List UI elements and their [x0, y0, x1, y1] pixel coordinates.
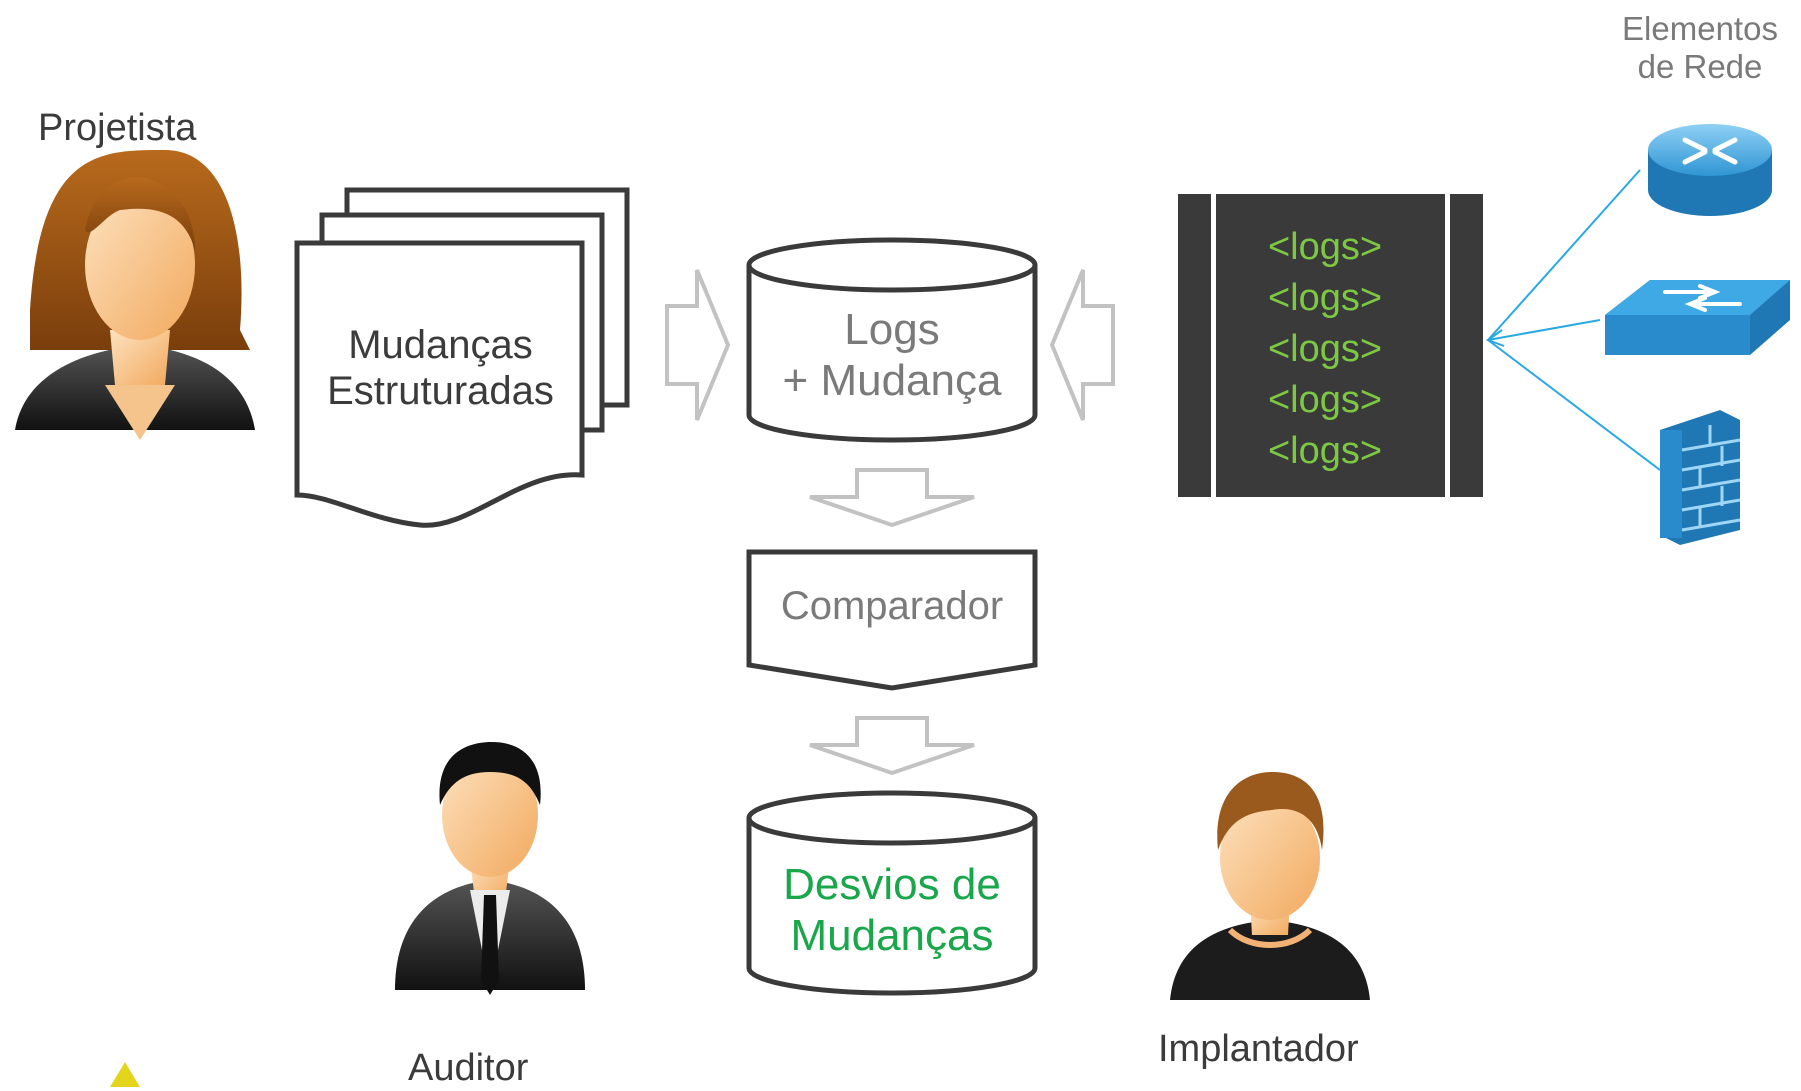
documents-text-line-1: Mudanças: [348, 323, 533, 367]
businessman-icon: [395, 742, 585, 995]
network-elements-label-line-1: Elementos: [1622, 10, 1778, 47]
deviations-db-text-line-2: Mudanças: [790, 910, 994, 960]
log-line: <logs>: [1267, 226, 1383, 268]
log-line: <logs>: [1267, 430, 1383, 472]
auditor-label: Auditor: [408, 1047, 529, 1089]
network-connectors: [1485, 169, 1661, 471]
network-elements-label-line-2: de Rede: [1637, 47, 1763, 85]
logs-db-text: Logs + Mudança: [750, 305, 1034, 406]
switch-icon: [1605, 280, 1790, 355]
arrow-down-hollow: [809, 468, 975, 528]
log-panel: [1178, 194, 1483, 497]
log-line: <logs>: [1267, 328, 1383, 370]
male-user-icon: [1170, 772, 1370, 1000]
implantador-label: Implantador: [1158, 1028, 1359, 1070]
arrow-down-hollow-2: [809, 716, 975, 776]
yellow-logo-fragment: [110, 1062, 140, 1087]
documents-text-line-2: Estruturadas: [327, 369, 554, 413]
deviations-database-cylinder: [746, 790, 1038, 996]
comparator-shape: [746, 549, 1038, 691]
logs-database-cylinder: [746, 237, 1038, 443]
firewall-icon: [1660, 410, 1741, 545]
logs-db-text-line-1: Logs: [844, 305, 940, 354]
router-icon: [1648, 124, 1772, 216]
arrow-right-hollow: [665, 269, 731, 421]
logs-db-text-line-2: + Mudança: [782, 355, 1002, 405]
documents-text: Mudanças Estruturadas: [308, 322, 573, 414]
arrow-left-hollow: [1049, 269, 1115, 421]
projetista-label: Projetista: [38, 107, 197, 149]
deviations-db-text-line-1: Desvios de: [783, 860, 1001, 909]
log-line: <logs>: [1267, 277, 1383, 319]
log-line: <logs>: [1267, 379, 1383, 421]
deviations-db-text: Desvios de Mudanças: [750, 860, 1034, 961]
network-elements-label: Elementos de Rede: [1610, 10, 1790, 86]
comparator-text: Comparador: [780, 584, 1004, 628]
female-user-icon: [15, 150, 255, 440]
structured-changes-documents: [294, 187, 630, 528]
